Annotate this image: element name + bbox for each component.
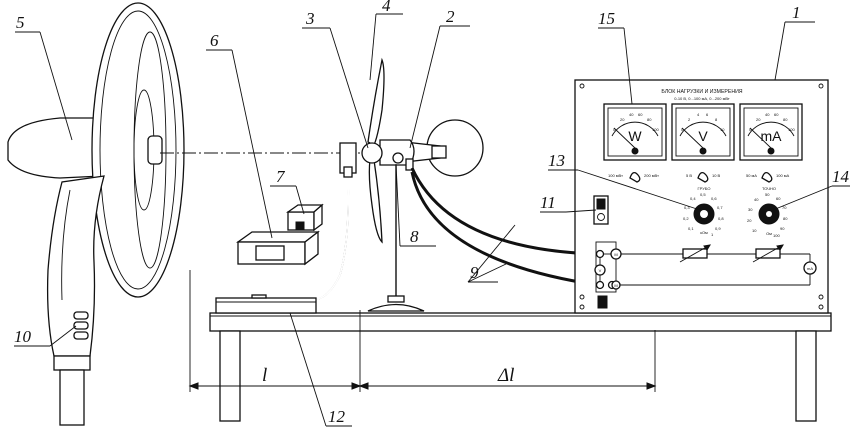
meter-current: mA 0 20 40 60 80 100 [739,103,803,161]
svg-text:80: 80 [647,117,652,122]
svg-text:0,7: 0,7 [717,205,723,210]
svg-text:4: 4 [697,112,700,117]
meter-voltage-unit: V [698,128,708,144]
svg-text:60: 60 [638,112,643,117]
dimension-delta-l-label: Δl [497,365,514,386]
circuit-schematic: M V mA M [594,241,817,309]
svg-text:50 мА: 50 мА [746,173,757,178]
svg-text:V: V [599,268,602,273]
leader-lines [14,13,850,427]
svg-text:0: 0 [613,127,616,132]
svg-text:mA: mA [807,266,813,271]
svg-text:0: 0 [681,127,684,132]
svg-text:10 В: 10 В [712,173,721,178]
callout-9: 9 [470,263,479,282]
callout-3: 3 [305,9,315,28]
callout-12: 12 [328,407,346,426]
svg-text:80: 80 [783,117,788,122]
svg-text:M: M [614,283,617,288]
svg-text:0,8: 0,8 [718,216,724,221]
svg-text:ТОЧНО: ТОЧНО [762,186,776,191]
svg-text:50: 50 [765,192,770,197]
svg-text:100: 100 [773,233,780,238]
svg-text:ГРУБО: ГРУБО [698,186,711,191]
meter-voltage: V 0 2 4 6 8 10 [671,103,735,161]
svg-text:1: 1 [711,232,714,237]
svg-text:M: M [614,252,617,257]
callout-14: 14 [832,167,850,186]
svg-text:100 мВт: 100 мВт [608,173,623,178]
svg-text:90: 90 [780,226,785,231]
panel-title: БЛОК НАГРУЗКИ И ИЗМЕРЕНИЯ [661,89,742,95]
svg-text:0: 0 [749,127,752,132]
svg-text:0,2: 0,2 [683,216,689,221]
svg-text:40: 40 [754,197,759,202]
svg-text:8: 8 [715,117,718,122]
callout-7: 7 [276,167,286,186]
callout-5: 5 [16,13,25,32]
svg-text:40: 40 [765,112,770,117]
knob-coarse[interactable]: ГРУБО кОм 0,1 0,2 0,3 0,4 0,5 0,6 0,7 0,… [683,186,724,237]
switch-voltage-range[interactable]: 5 В 10 В [686,171,721,183]
power-switch[interactable] [593,195,609,225]
meter-power: W 0 20 40 60 80 100 [603,103,667,161]
callout-4: 4 [382,0,391,15]
svg-text:Ом: Ом [766,231,772,236]
dimension-l-label: l [262,365,267,386]
callout-15: 15 [598,9,615,28]
svg-text:60: 60 [776,196,781,201]
anemometer [235,203,324,266]
svg-text:0,4: 0,4 [690,196,696,201]
svg-text:0,3: 0,3 [684,205,690,210]
svg-text:10: 10 [752,228,757,233]
svg-text:5 В: 5 В [686,173,692,178]
svg-text:20: 20 [620,117,625,122]
panel-subtitle: 0-10 В, 0...100 мА, 0...200 мВт [674,96,730,101]
callout-10: 10 [14,327,32,346]
callout-8: 8 [410,227,419,246]
svg-text:0,1: 0,1 [688,226,694,231]
switch-current-range[interactable]: 50 мА 100 мА [746,171,790,183]
sensor-and-cable [215,142,357,314]
svg-text:30: 30 [748,207,753,212]
svg-text:0,5: 0,5 [700,192,706,197]
svg-text:80: 80 [783,216,788,221]
svg-text:6: 6 [706,112,709,117]
svg-text:40: 40 [629,112,634,117]
knob-fine[interactable]: ТОЧНО Ом 10 20 30 40 50 60 70 80 90 100 [747,186,788,238]
svg-text:60: 60 [774,112,779,117]
meter-current-unit: mA [761,128,783,144]
svg-text:0,9: 0,9 [715,226,721,231]
svg-text:100: 100 [652,127,659,132]
svg-text:0,6: 0,6 [711,196,717,201]
svg-text:10: 10 [720,127,725,132]
svg-text:2: 2 [688,117,691,122]
callout-numbers: 5 6 7 3 4 2 8 10 9 11 13 14 15 1 12 [14,0,850,426]
svg-text:200 мВт: 200 мВт [644,173,659,178]
dimension-lines: l Δl [188,270,657,392]
svg-text:20: 20 [747,218,752,223]
lab-table [209,312,832,422]
svg-text:кОм: кОм [700,230,708,235]
callout-13: 13 [548,151,565,170]
wires [410,167,599,287]
svg-text:70: 70 [782,205,787,210]
wind-turbine [361,57,484,312]
callout-2: 2 [446,7,455,26]
svg-text:100: 100 [788,127,795,132]
callout-6: 6 [210,31,219,50]
measurement-panel: БЛОК НАГРУЗКИ И ИЗМЕРЕНИЯ 0-10 В, 0...10… [574,79,829,314]
svg-text:20: 20 [756,117,761,122]
switch-power-range[interactable]: 100 мВт 200 мВт [608,171,659,183]
callout-11: 11 [540,193,556,212]
fan [7,2,185,426]
svg-text:100 мА: 100 мА [776,173,790,178]
meter-power-unit: W [628,128,642,144]
callout-1: 1 [792,3,801,22]
